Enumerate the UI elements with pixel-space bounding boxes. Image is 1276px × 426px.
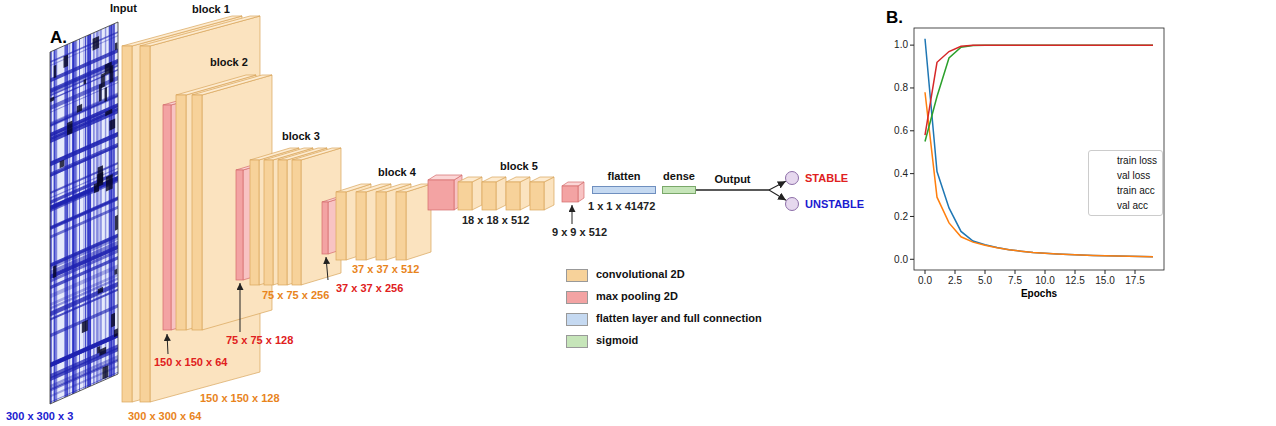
dimension-label: 75 x 75 x 256 [262,289,329,302]
panel-letter: B. [886,8,903,28]
flatten-bar: flatten [592,186,656,194]
legend-text: max pooling 2D [596,290,678,303]
legend-swatch [566,291,588,304]
tick [955,270,956,274]
dimension-label: 150 x 150 x 64 [154,356,227,369]
axis-tick: 1.0 [894,39,908,51]
dimension-label: 75 x 75 x 128 [226,334,293,347]
training-chart [910,28,1164,274]
conv-layer [356,184,391,260]
axis-tick: 5.0 [978,275,992,287]
block-label: block 4 [378,166,416,179]
legend-text: train acc [1117,185,1155,197]
axis-tick: 17.5 [1125,275,1144,287]
legend-text: convolutional 2D [596,268,685,281]
tick [1075,270,1076,274]
tick [910,216,914,217]
conv-layer [458,177,482,210]
tick [910,259,914,260]
tick [985,270,986,274]
dimension-label: 300 x 300 x 64 [128,410,201,423]
tick [910,173,914,174]
leader-arrow [167,334,168,354]
legend-text: sigmoid [596,334,638,347]
tick [910,45,914,46]
legend-swatch [566,335,588,348]
conv-layer [530,177,554,210]
axis-tick: 12.5 [1065,275,1084,287]
leader-arrow [326,257,328,280]
axis-tick: 0.0 [894,254,908,266]
leader-arrow [240,283,241,332]
tick [910,130,914,131]
tick [1015,270,1016,274]
panel-letter: A. [50,28,67,48]
dimension-label: 150 x 150 x 128 [200,392,280,405]
conv-layer [396,184,431,260]
axis-tick: 0.0 [918,275,932,287]
axis-tick: 7.5 [1008,275,1022,287]
edge-label: Output [714,173,750,186]
dimension-label: 18 x 18 x 512 [462,214,529,227]
pool-layer [428,175,462,210]
dense-bar: dense [662,186,696,194]
data-line [925,92,1153,256]
axis-tick: 10.0 [1035,275,1054,287]
legend-swatch [566,313,588,326]
data-line [925,39,1153,257]
layer-label: Input [110,2,137,15]
block-label: block 2 [210,56,248,69]
dimension-label: 9 x 9 x 512 [552,226,607,239]
dimension-label: 300 x 300 x 3 [6,410,73,423]
tick [1045,270,1046,274]
dimension-label: 37 x 37 x 512 [352,263,419,276]
conv-layer [336,184,371,260]
data-line [925,45,1153,141]
axis-tick: 15.0 [1095,275,1114,287]
input-image [50,22,118,404]
block-label: block 1 [192,3,230,16]
input-outline [50,22,118,404]
conv-layer [506,177,530,210]
output-arrow [696,190,786,200]
axis-title: Epochs [1021,288,1057,300]
axis-tick: 2.5 [948,275,962,287]
block-label: block 3 [282,130,320,143]
class-label: STABLE [805,172,848,185]
leader-arrow [572,205,573,224]
pool-layer [562,182,584,202]
tick [1105,270,1106,274]
axis-tick: 0.8 [894,82,908,94]
plot-frame [914,28,1164,270]
class-label: UNSTABLE [805,198,864,211]
dimension-label: 37 x 37 x 256 [336,282,403,295]
layer-label: dense [663,170,695,183]
tick [925,270,926,274]
tick [910,87,914,88]
layer-label: flatten [608,170,641,183]
legend-text: val acc [1117,200,1148,212]
output-circle: UNSTABLE [785,197,799,211]
legend-swatch [566,269,588,282]
dimension-label: 1 x 1 x 41472 [588,200,655,213]
legend-text: flatten layer and full connection [596,312,762,325]
axis-tick: 0.6 [894,125,908,137]
legend-text: val loss [1117,170,1150,182]
data-line [925,45,1153,135]
conv-layer [482,177,506,210]
conv-layer [376,184,411,260]
output-circle: STABLE [785,171,799,185]
block-label: block 5 [500,160,538,173]
tick [1135,270,1136,274]
axis-tick: 0.2 [894,211,908,223]
legend-text: train loss [1117,155,1157,167]
axis-tick: 0.4 [894,168,908,180]
